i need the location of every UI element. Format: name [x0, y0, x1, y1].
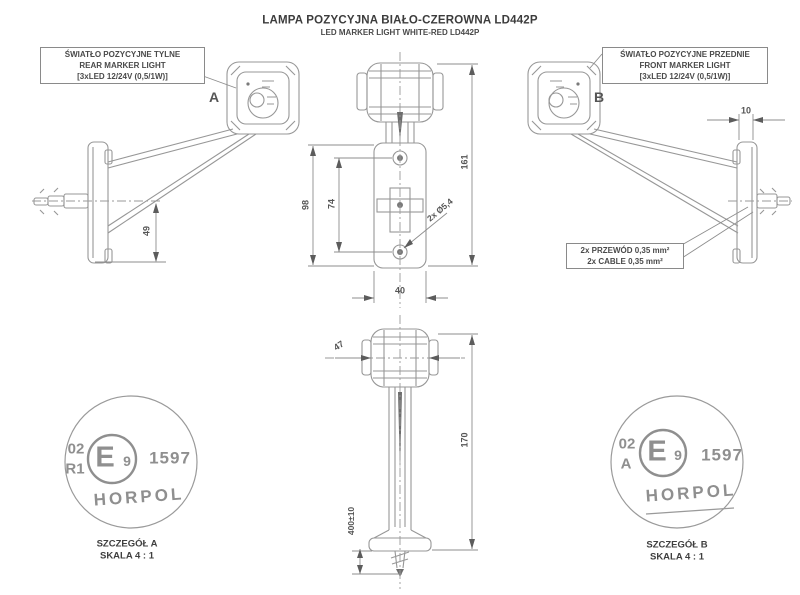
dim-cable-length: 400±10	[345, 506, 356, 536]
dim-98: 98	[300, 199, 311, 211]
detail-b-code-bottom: A	[620, 455, 632, 473]
drawing-subtitle: LED MARKER LIGHT WHITE-RED LD442P	[320, 28, 480, 37]
rear-callout-line1: ŚWIATŁO POZYCYJNE TYLNE	[64, 50, 181, 59]
front-callout-line3: [3xLED 12/24V (0,5/1W)]	[639, 72, 731, 81]
view-a-label: A	[208, 89, 220, 105]
detail-b-scale: SKALA 4 : 1	[649, 551, 705, 563]
cable-callout-line2: 2x CABLE 0,35 mm²	[587, 257, 663, 266]
front-light-callout: ŚWIATŁO POZYCYJNE PRZEDNIE FRONT MARKER …	[602, 47, 768, 84]
detail-b-caption: SZCZEGÓŁ B	[646, 539, 708, 551]
view-b-label: B	[593, 89, 605, 105]
dim-10: 10	[740, 105, 752, 116]
dimension-lines	[95, 53, 785, 575]
dim-170: 170	[459, 432, 470, 448]
detail-a-code-bottom: R1	[65, 460, 85, 478]
cable-callout-line1: 2x PRZEWÓD 0,35 mm²	[580, 246, 670, 255]
detail-b-approval-number: 1597	[701, 445, 743, 465]
rear-light-callout: ŚWIATŁO POZYCYJNE TYLNE REAR MARKER LIGH…	[40, 47, 205, 84]
view-b-drawing	[527, 61, 791, 264]
rear-callout-line3: [3xLED 12/24V (0,5/1W)]	[77, 72, 168, 81]
detail-b-e-number: 9	[674, 447, 682, 463]
dim-49: 49	[141, 225, 152, 237]
detail-a-e-mark: E	[95, 441, 115, 474]
detail-a-code-top: 02	[67, 440, 85, 458]
rear-callout-line2: REAR MARKER LIGHT	[79, 61, 166, 70]
dimension-arrowheads	[153, 65, 763, 574]
detail-circles	[64, 395, 744, 529]
front-callout-line1: ŚWIATŁO POZYCYJNE PRZEDNIE	[620, 50, 750, 59]
dim-161: 161	[459, 154, 470, 170]
centerlines	[32, 52, 792, 589]
front-callout-line2: FRONT MARKER LIGHT	[639, 61, 731, 70]
view-a-drawing	[33, 61, 300, 264]
detail-b-code-top: 02	[618, 435, 636, 453]
detail-a-caption: SZCZEGÓŁ A	[96, 538, 158, 550]
detail-a-scale: SKALA 4 : 1	[99, 550, 155, 562]
dim-74: 74	[326, 198, 337, 210]
drawing-title: LAMPA POZYCYJNA BIAŁO-CZEROWNA LD442P	[262, 14, 538, 27]
detail-a-approval-number: 1597	[149, 448, 191, 468]
lamp-face-dot-b	[576, 82, 580, 86]
detail-a-e-number: 9	[123, 453, 131, 469]
dim-40: 40	[394, 285, 406, 296]
cable-callout: 2x PRZEWÓD 0,35 mm² 2x CABLE 0,35 mm²	[566, 243, 684, 269]
lamp-face-dot-a	[246, 82, 250, 86]
detail-b-e-mark: E	[647, 435, 667, 468]
